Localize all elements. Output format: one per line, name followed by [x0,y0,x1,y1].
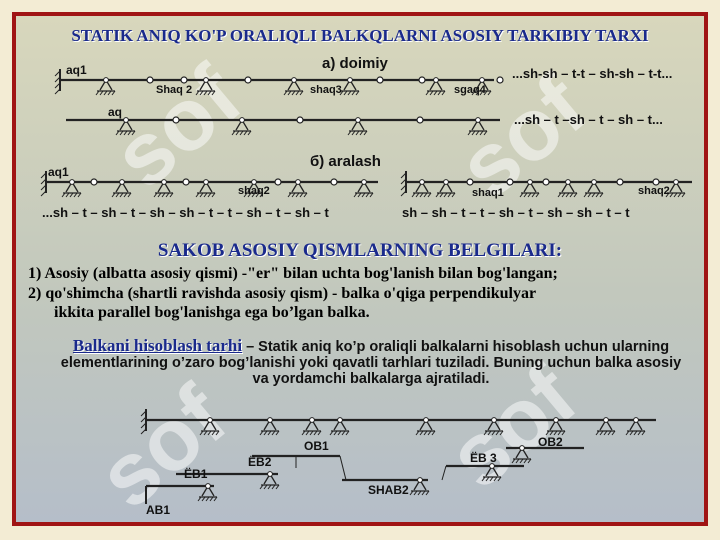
label-aq: aq [108,105,122,119]
legend-heading: SAKOB ASOSIY QISMLARNING BELGILARI: [157,240,563,261]
content-panel: sof sof sof sof STATIK ANIQ KO'P ORALIQL… [12,12,708,526]
label-shaq3: shaq3 [310,84,342,96]
slide-title: STATIK ANIQ KO'P ORALIQLI BALKQLARNI ASO… [71,26,649,45]
label-aq1: aq1 [66,63,87,77]
pattern-a2: ...sh – t –sh – t – sh – t... [514,112,663,127]
label-shaq4: sgaq4 [454,84,487,96]
calc-paragraph: Balkani hisoblash tarhi – Statik aniq ko… [56,336,686,387]
beam-diagrams: а) doimiy aq1 Shaq 2 shaq3 sgaq4 ...sh-s… [40,55,692,517]
label-b-shaq1: shaq1 [472,187,504,199]
label-b-shaq2: shaq2 [238,185,270,197]
label-EB3: ЁB 3 [470,450,497,465]
section-b-label: б) aralash [310,153,381,170]
label-SHAB2: SHAB2 [368,483,409,497]
label-OB2: OB2 [538,435,563,449]
item-2a: 2) qo'shimcha (shartli ravishda asosiy q… [28,285,537,302]
label-b-shaq2r: shaq2 [638,185,670,197]
label-shaq2: Shaq 2 [156,84,192,96]
label-OB1: OB1 [304,439,329,453]
item-1: 1) Asosiy (albatta asosiy qismi) -"er" b… [28,265,558,282]
label-b-aq1: aq1 [48,165,69,179]
label-EB2: ЁB2 [248,454,272,469]
section-a-label: а) doimiy [322,55,389,72]
item-2b: ikkita parallel bog'lanishga ega bo’lgan… [54,304,370,321]
pattern-b-left: ...sh – t – sh – t – sh – sh – t – t – s… [42,205,329,220]
calc-text: – Statik aniq ko’p oraliqli balkalarni h… [60,339,682,387]
label-EB1: ЁB1 [184,466,208,481]
pattern-b-right: sh – sh – t – t – sh – t – sh – sh – t –… [402,205,630,220]
pattern-a1: ...sh-sh – t-t – sh-sh – t-t... [512,66,672,81]
label-AB1: AB1 [146,503,170,517]
calc-title: Balkani hisoblash tarhi [72,336,243,355]
